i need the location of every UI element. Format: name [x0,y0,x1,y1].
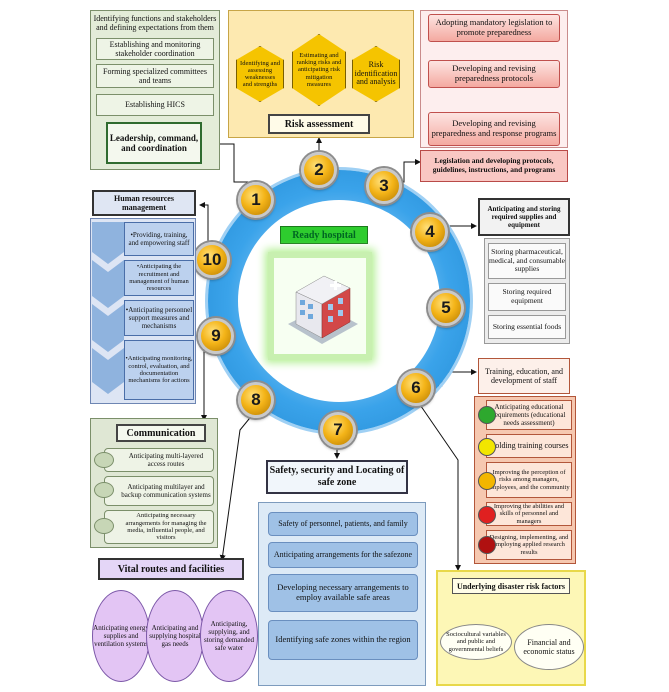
badge-5: 5 [428,290,464,326]
training-item: Anticipating educational requirements (e… [486,400,572,430]
legislation-item: Adopting mandatory legislation to promot… [428,14,560,42]
legislation-item: Developing and revising preparedness pro… [428,60,560,88]
badge-1: 1 [238,182,274,218]
training-item: Improving the abilities and skills of pe… [486,502,572,526]
leadership-item: Establishing HICS [96,94,214,116]
training-dot-yellow [478,438,496,456]
badge-4: 4 [412,214,448,250]
vital-item: Anticipating and supplying hospital gas … [146,590,204,682]
underlying-title: Underlying disaster risk factors [452,578,570,594]
risk-title: Risk assessment [268,114,370,134]
hr-item: •Anticipating monitoring, control, evalu… [124,340,194,400]
hr-item: •Providing, training, and empowering sta… [124,222,194,256]
supplies-title: Anticipating and storing required suppli… [478,198,570,236]
hr-item: •Anticipating the recruitment and manage… [124,260,194,296]
legislation-title: Legislation and developing protocols, gu… [420,150,568,182]
risk-hex: Estimating and ranking risks and anticip… [292,34,346,106]
safety-item: Anticipating arrangements for the safezo… [268,542,418,568]
badge-3: 3 [366,168,402,204]
leadership-item: Forming specialized committees and teams [96,64,214,88]
safety-item: Safety of personnel, patients, and famil… [268,512,418,536]
legislation-item: Developing and revising preparedness and… [428,112,560,146]
training-item: Improving the perception of risks among … [486,462,572,498]
badge-8: 8 [238,382,274,418]
supplies-item: Storing essential foods [488,315,566,339]
hr-item: •Anticipating personnel support measures… [124,300,194,336]
vital-title: Vital routes and facilities [98,558,244,580]
badge-7: 7 [320,412,356,448]
hospital-building-icon [288,275,358,344]
supplies-item: Storing required equipment [488,283,566,311]
badge-6: 6 [398,370,434,406]
hr-chevrons [92,222,124,394]
communication-bullet [94,482,114,498]
training-dot-orange [478,472,496,490]
leadership-item: Establishing and monitoring stakeholder … [96,38,214,60]
ready-hospital-label: Ready hospital [280,226,368,244]
communication-item: Anticipating necessary arrangements for … [104,510,214,544]
badge-9: 9 [198,318,234,354]
vital-item: Anticipating energy supplies and ventila… [92,590,150,682]
training-item: Designing, implementing, and employing a… [486,530,572,560]
badge-2: 2 [301,152,337,188]
underlying-item: Financial and economic status [514,624,584,670]
leadership-title: Leadership, command, and coordination [106,122,202,164]
safety-item: Developing necessary arrangements to emp… [268,574,418,612]
training-item: Holding training courses [486,434,572,458]
risk-hex: Risk identification and analysis [352,46,400,102]
communication-bullet [94,452,114,468]
training-title: Training, education, and development of … [478,358,570,394]
training-dot-darkred [478,536,496,554]
communication-bullet [94,518,114,534]
communication-item: Anticipating multilayer and backup commu… [104,476,214,506]
leadership-item: Identifying functions and stakeholders a… [93,13,217,32]
training-dot-red [478,506,496,524]
supplies-item: Storing pharmaceutical, medical, and con… [488,243,566,279]
underlying-item: Sociocultural variables and public and g… [440,624,512,660]
badge-10: 10 [194,242,230,278]
hr-title: Human resources management [92,190,196,216]
communication-item: Anticipating multi-layered access routes [104,448,214,472]
training-dot-green [478,406,496,424]
safety-title: Safety, security and Locating of safe zo… [266,460,408,494]
safety-item: Identifying safe zones within the region [268,620,418,660]
vital-item: Anticipating, supplying, and storing dem… [200,590,258,682]
communication-title: Communication [116,424,206,442]
